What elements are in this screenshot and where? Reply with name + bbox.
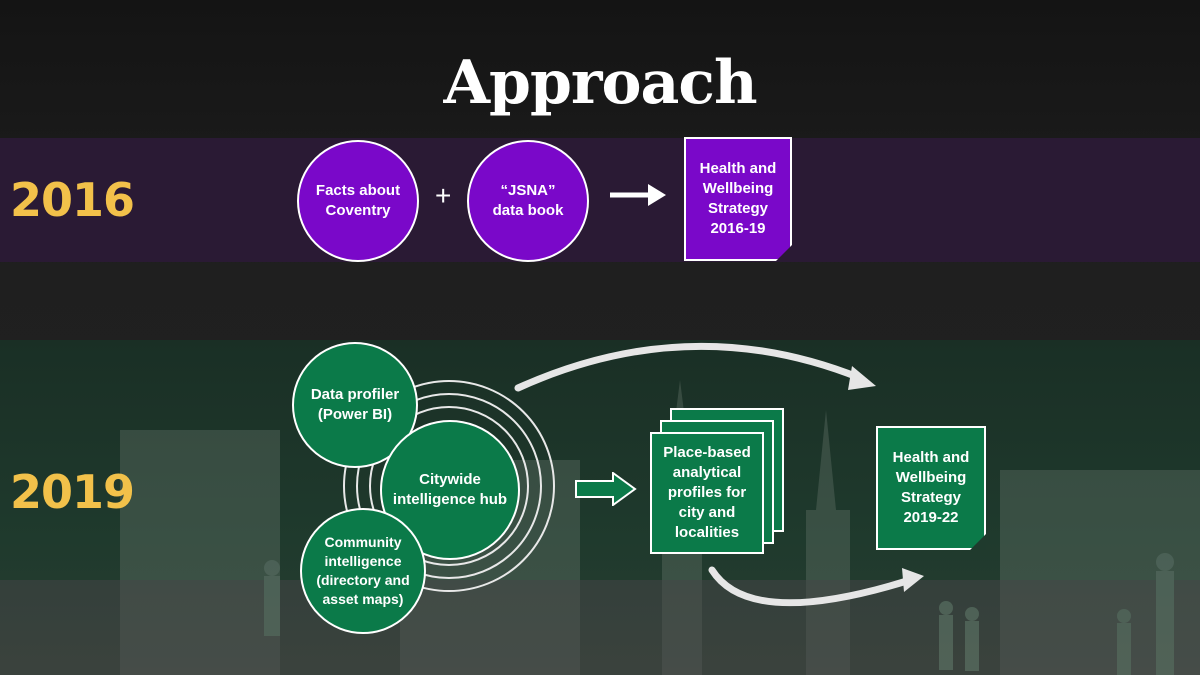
doc-line: Strategy: [707, 200, 769, 217]
circle-line: Facts about: [315, 182, 401, 199]
facts-about-coventry-circle: Facts about Coventry: [297, 140, 419, 262]
block-arrow-icon: [575, 472, 637, 506]
right-arrow-icon: [610, 184, 666, 206]
doc-line: city and: [678, 504, 736, 521]
circle-line: Coventry: [325, 202, 391, 219]
plus-sign: +: [435, 180, 452, 211]
community-intelligence-circle: Community intelligence (directory and as…: [300, 508, 426, 634]
doc-line: Wellbeing: [895, 469, 967, 486]
doc-line: Health and: [699, 160, 777, 177]
band-2019: [0, 340, 1200, 675]
page-fold-icon: [970, 534, 986, 550]
circle-line: intelligence: [324, 553, 402, 569]
strategy-2019-document: Health and Wellbeing Strategy 2019-22: [876, 426, 986, 550]
doc-line: 2019-22: [903, 509, 959, 526]
doc-line: localities: [674, 524, 740, 541]
circle-line: intelligence hub: [392, 491, 508, 508]
circle-line: Citywide: [419, 471, 481, 488]
doc-line: Place-based: [663, 444, 751, 461]
circle-line: data book: [492, 202, 564, 219]
doc-line: 2016-19: [710, 220, 766, 237]
citywide-hub-circle: Citywide intelligence hub: [380, 420, 520, 560]
ring-inner: [369, 406, 529, 566]
page-title: Approach: [443, 48, 757, 118]
place-based-profiles-document: Place-based analytical profiles for city…: [650, 432, 764, 554]
circle-line: asset maps): [322, 591, 404, 607]
year-2016-label: 2016: [10, 173, 135, 227]
circle-line: (Power BI): [317, 406, 393, 423]
strategy-2016-document: Health and Wellbeing Strategy 2016-19: [684, 137, 792, 261]
band-2016: [0, 138, 1200, 262]
circle-line: Data profiler: [310, 386, 400, 403]
ring-outer: [343, 380, 555, 592]
doc-line: Strategy: [900, 489, 962, 506]
doc-line: profiles for: [667, 484, 747, 501]
jsna-data-book-circle: “JSNA” data book: [467, 140, 589, 262]
circle-line: Community: [324, 534, 402, 550]
doc-line: analytical: [672, 464, 742, 481]
year-2019-label: 2019: [10, 465, 135, 519]
circle-line: (directory and: [316, 572, 410, 588]
doc-line: Wellbeing: [702, 180, 774, 197]
ring-middle: [356, 393, 542, 579]
circle-line: “JSNA”: [500, 182, 556, 199]
doc-line: Health and: [892, 449, 970, 466]
page-fold-icon: [776, 245, 792, 261]
curved-arrows: [514, 342, 924, 607]
